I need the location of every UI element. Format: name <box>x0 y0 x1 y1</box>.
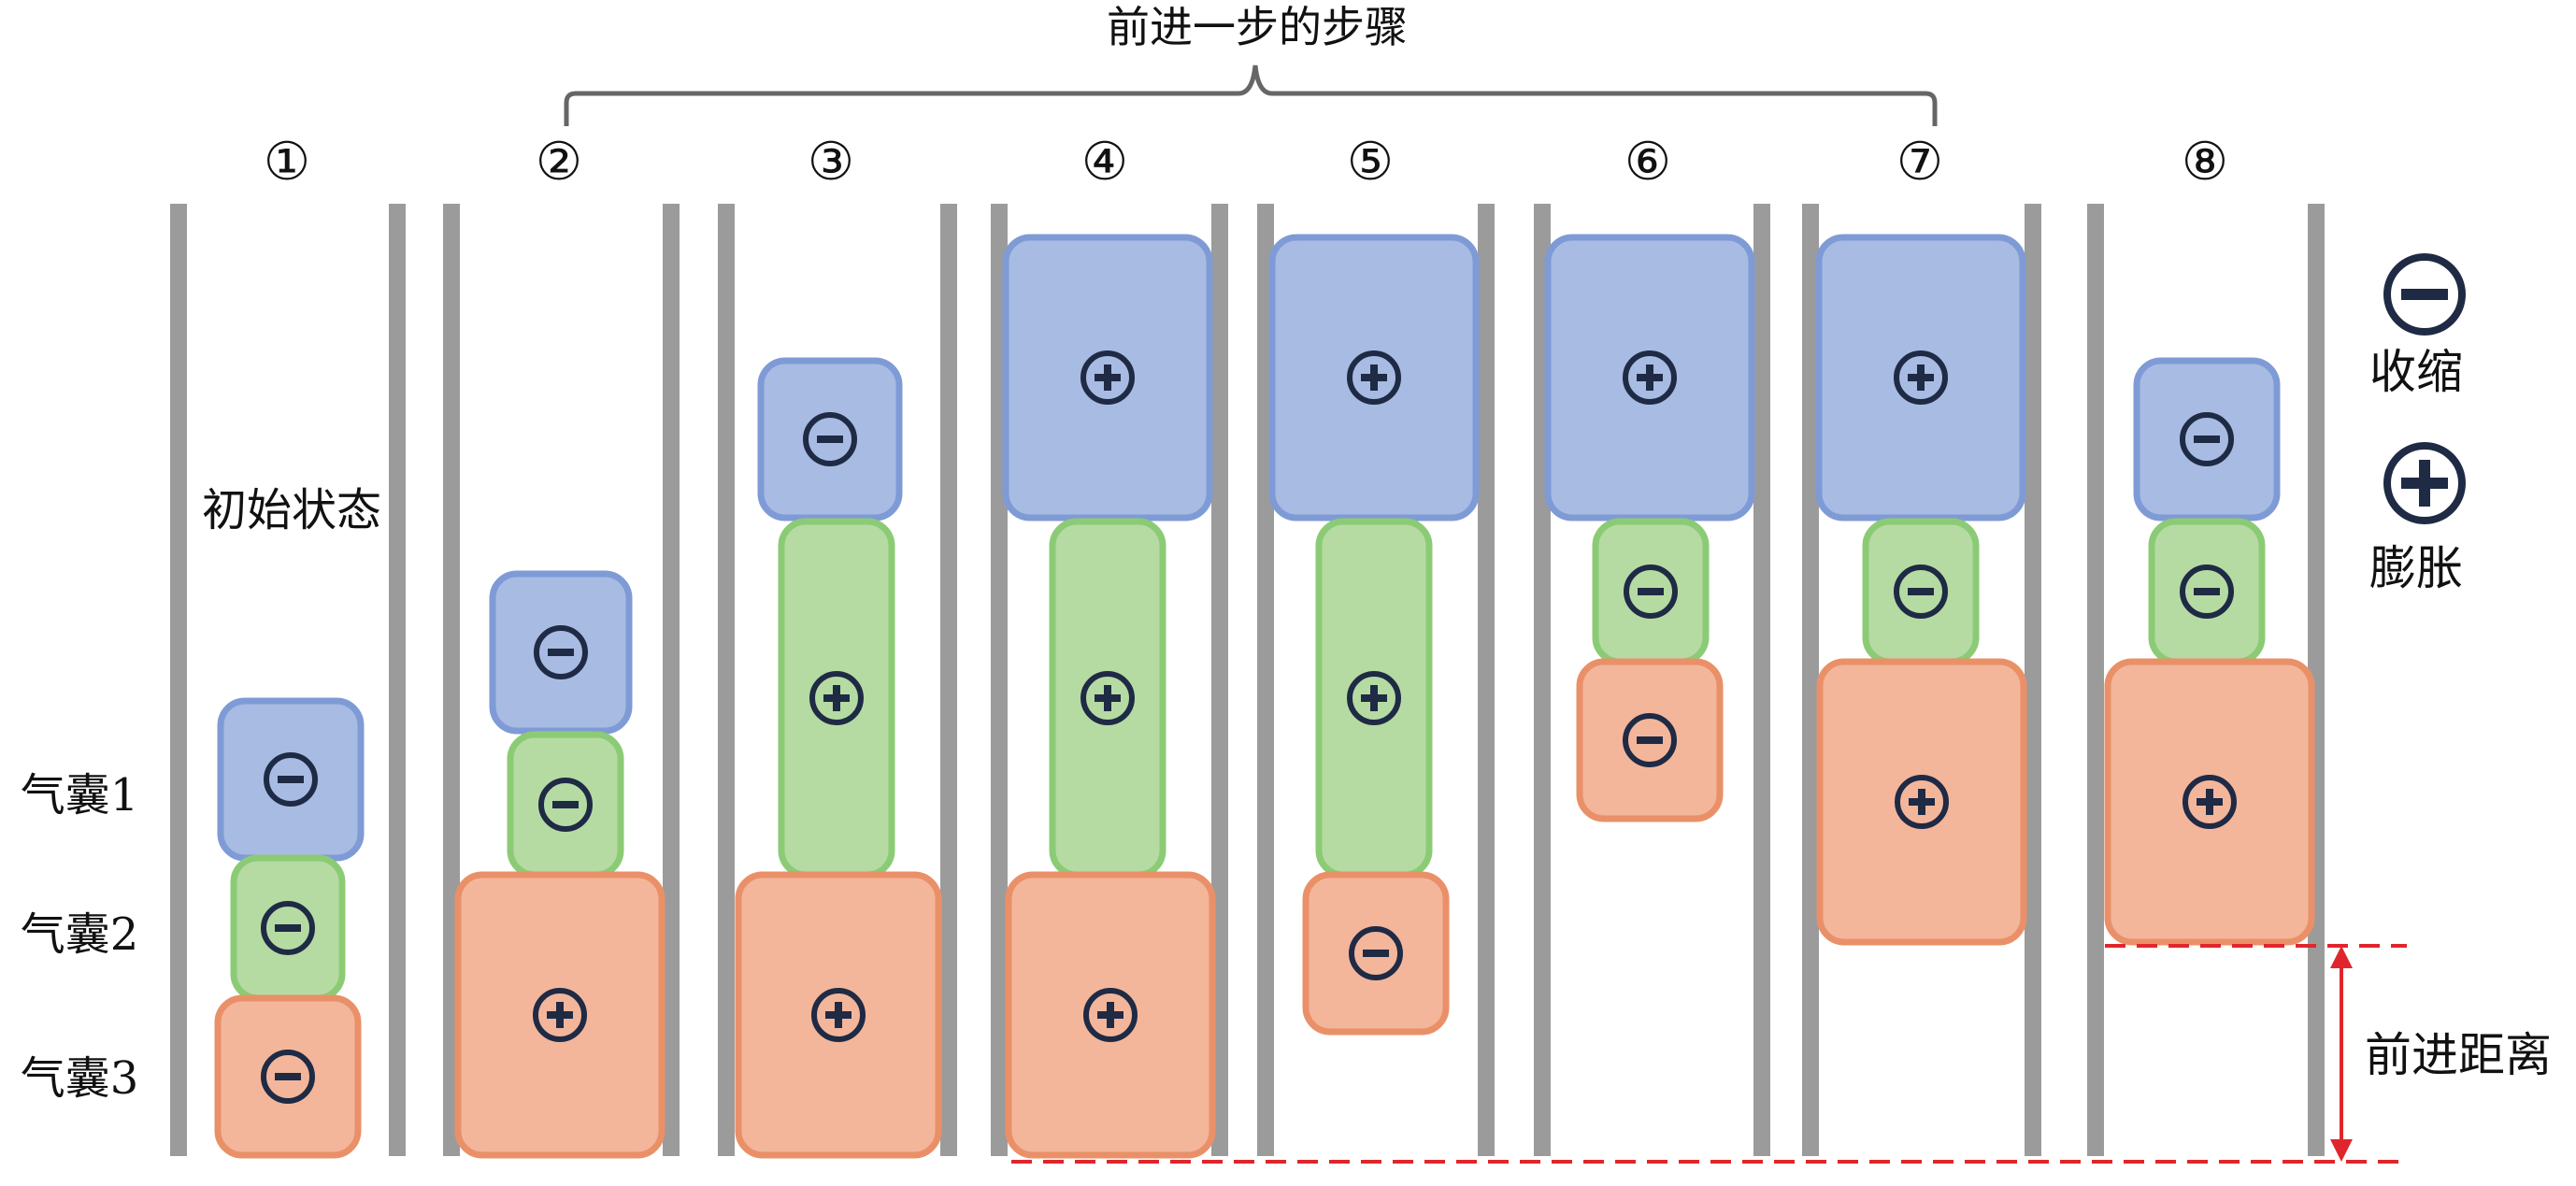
wall-step-1-right <box>389 204 406 1156</box>
wall-step-5-right <box>1478 204 1495 1156</box>
step-number-8: ⑧ <box>2182 132 2228 193</box>
airbag-3-step-7 <box>1816 658 2027 946</box>
plus-circle-icon <box>811 988 866 1042</box>
step-numbers: ① ② ③ ④ ⑤ ⑥ ⑦ ⑧ <box>264 132 2228 193</box>
airbag-1-step-3 <box>757 357 903 522</box>
top-title: 前进一步的步骤 <box>1107 2 1408 52</box>
airbag-2-step-3 <box>778 518 895 879</box>
row-label-airbag-2: 气囊2 <box>21 908 139 961</box>
advance-distance-indicator: 前进距离 <box>1011 944 2552 1164</box>
plus-circle-icon <box>1895 775 1949 829</box>
airbag-1-step-6 <box>1544 234 1755 522</box>
minus-circle-icon <box>2180 412 2234 466</box>
airbag-1-step-7 <box>1815 234 2026 522</box>
plus-circle-icon <box>1080 350 1135 405</box>
airbag-3-step-8 <box>2104 658 2315 946</box>
legend-expand-label: 膨胀 <box>2369 541 2463 595</box>
minus-circle-icon <box>261 1050 315 1104</box>
plus-circle-icon <box>1080 671 1135 725</box>
minus-circle-icon <box>538 778 593 832</box>
airbag-2-step-8 <box>2148 518 2266 665</box>
airbag-2-step-5 <box>1315 518 1433 879</box>
row-label-airbag-3: 气囊3 <box>21 1052 139 1105</box>
plus-circle-icon <box>533 988 587 1042</box>
minus-circle-icon <box>1623 713 1677 767</box>
step-number-7: ⑦ <box>1896 132 1943 193</box>
airbag-1-step-4 <box>1002 234 1213 522</box>
airbag-3-step-6 <box>1576 658 1724 822</box>
airbag-3-step-5 <box>1302 871 1450 1036</box>
airbags <box>214 234 2315 1159</box>
plus-circle-icon <box>809 671 864 725</box>
plus-circle-icon <box>1894 350 1948 405</box>
step-number-2: ② <box>536 132 582 193</box>
wall-step-3-right <box>940 204 957 1156</box>
wall-step-6-right <box>1753 204 1770 1156</box>
minus-circle-icon <box>803 412 857 466</box>
airbag-1-step-8 <box>2133 357 2281 522</box>
airbag-1-step-2 <box>489 570 633 735</box>
step-number-6: ⑥ <box>1624 132 1671 193</box>
wall-step-1-left <box>170 204 187 1156</box>
step-number-5: ⑤ <box>1347 132 1394 193</box>
step-number-1: ① <box>264 132 310 193</box>
plus-circle-icon <box>1083 988 1138 1042</box>
airbag-1-step-1 <box>217 697 365 862</box>
plus-circle-icon <box>1347 671 1401 725</box>
step-number-3: ③ <box>808 132 854 193</box>
airbag-2-step-4 <box>1049 518 1166 879</box>
airbag-3-step-4 <box>1005 871 1216 1159</box>
airbag-3-step-2 <box>454 871 665 1159</box>
plus-circle-icon <box>1347 350 1401 405</box>
legend: 收缩 膨胀 <box>2369 253 2466 595</box>
row-label-airbag-1: 气囊1 <box>21 769 139 822</box>
minus-circle-icon <box>264 752 318 807</box>
wall-step-7-left <box>1802 204 1819 1156</box>
minus-circle-icon <box>1349 926 1403 980</box>
minus-circle-icon <box>1624 564 1678 619</box>
airbag-2-step-2 <box>507 731 624 879</box>
airbag-2-step-7 <box>1862 518 1980 665</box>
airbag-3-step-1 <box>214 994 362 1159</box>
step-number-4: ④ <box>1081 132 1128 193</box>
plus-circle-icon <box>2383 442 2466 524</box>
minus-circle-icon <box>261 901 315 955</box>
airbag-3-step-3 <box>735 871 942 1159</box>
initial-state-label: 初始状态 <box>202 484 381 536</box>
airbag-2-step-6 <box>1592 518 1710 665</box>
plus-circle-icon <box>2182 775 2237 829</box>
legend-contract-label: 收缩 <box>2369 345 2463 399</box>
wall-step-7-right <box>2025 204 2041 1156</box>
wall-step-2-right <box>663 204 680 1156</box>
airbag-1-step-5 <box>1268 234 1480 522</box>
plus-circle-icon <box>1623 350 1677 405</box>
minus-circle-icon <box>2180 564 2234 619</box>
minus-circle-icon <box>2383 253 2466 336</box>
wall-step-8-left <box>2087 204 2104 1156</box>
wall-step-3-left <box>718 204 735 1156</box>
airbag-2-step-1 <box>230 854 346 1002</box>
advance-distance-label: 前进距离 <box>2365 1028 2552 1082</box>
minus-circle-icon <box>1894 564 1948 619</box>
steps-bracket <box>564 64 1938 126</box>
minus-circle-icon <box>534 625 588 679</box>
